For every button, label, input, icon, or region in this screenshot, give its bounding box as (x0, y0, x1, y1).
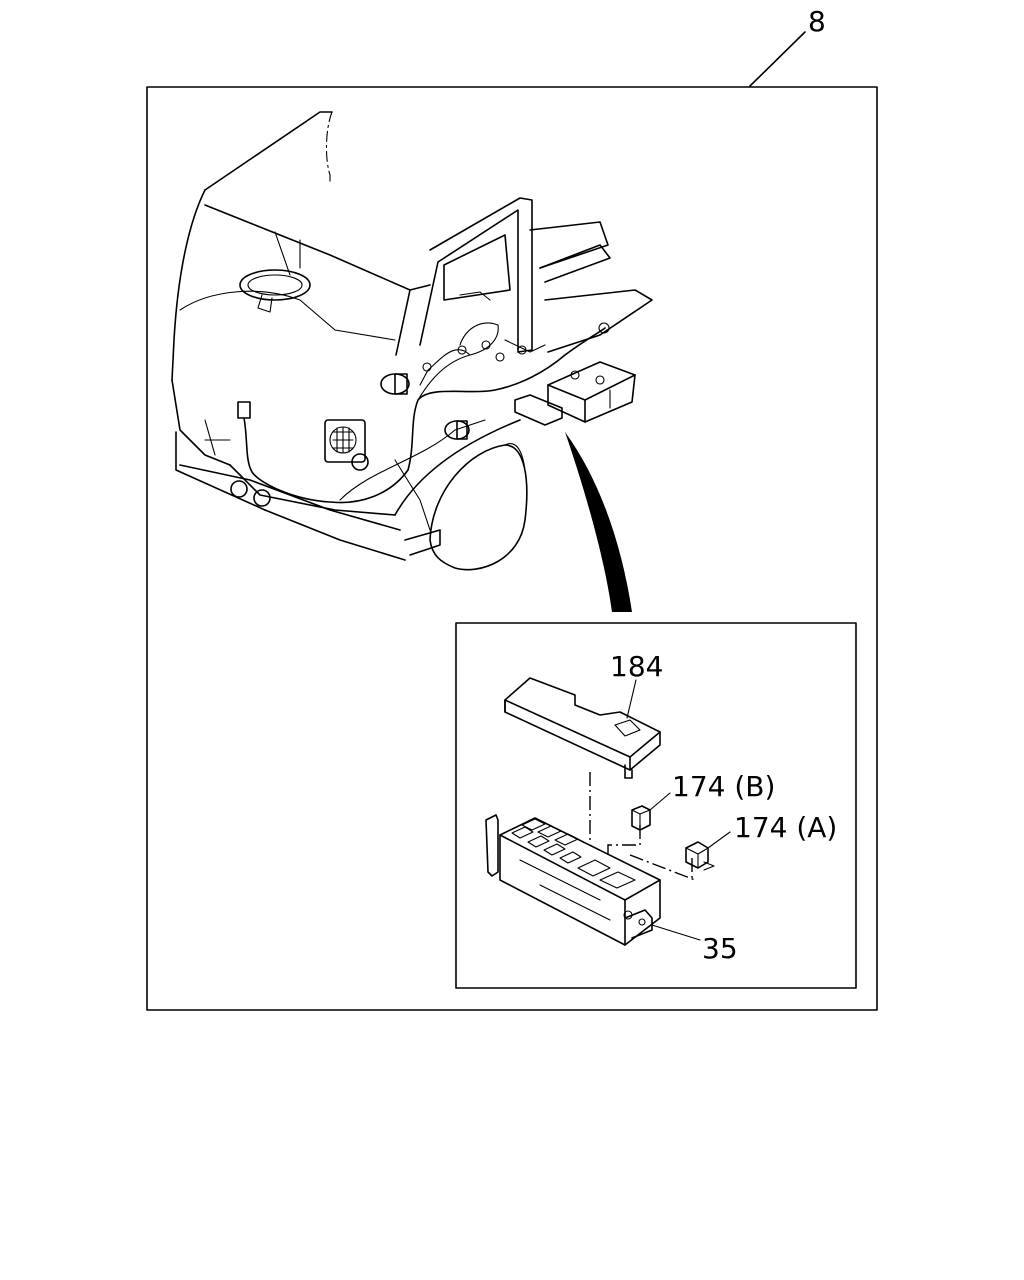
cover-leader-line (626, 679, 637, 719)
detail-pointer-arrow (565, 432, 632, 612)
callout-cover-184[interactable]: 184 (610, 650, 663, 683)
relay-box-leader-line (651, 924, 701, 941)
relay-b-leader-line (649, 792, 671, 811)
truck-cab-illustration (171, 111, 653, 612)
callout-relay-174-b[interactable]: 174 (B) (672, 770, 775, 803)
main-frame (146, 86, 878, 1011)
relay-a-leader-line (707, 831, 731, 849)
assembly-leader-line (749, 31, 806, 87)
callout-relay-174-a[interactable]: 174 (A) (734, 811, 837, 844)
callout-relay-box-35[interactable]: 35 (702, 932, 738, 965)
relay-box (485, 814, 661, 946)
relay-box-cover (504, 677, 661, 779)
detail-inset-frame (455, 622, 857, 989)
relay-a (685, 841, 715, 871)
relay-b (631, 805, 651, 831)
callout-assembly-8[interactable]: 8 (808, 5, 826, 38)
